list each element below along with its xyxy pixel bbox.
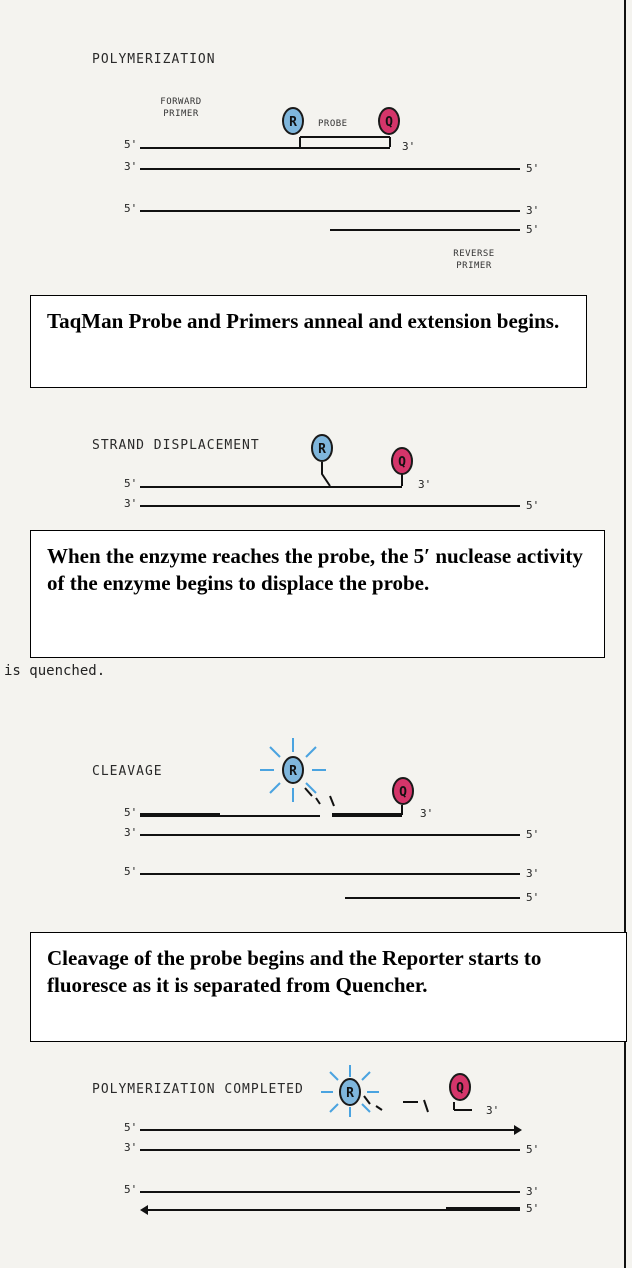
reverse-primer-label: Reverse Primer xyxy=(453,249,495,271)
probe-remnant-strand xyxy=(332,813,402,817)
end-3-prime: 3' xyxy=(124,1141,138,1154)
end-5-prime: 5' xyxy=(526,162,540,175)
end-5-prime: 5' xyxy=(124,138,138,151)
end-3-prime: 3' xyxy=(124,497,138,510)
end-3-prime: 3' xyxy=(526,867,540,880)
template-strand-bottom xyxy=(140,1191,520,1193)
quencher-letter: Q xyxy=(456,1081,464,1096)
reverse-primer-strand xyxy=(345,897,520,899)
end-5-prime: 5' xyxy=(124,1183,138,1196)
stage-title-cleavage: Cleavage xyxy=(92,764,163,779)
template-strand-bottom xyxy=(140,210,520,212)
reporter-letter: R xyxy=(289,764,297,779)
end-3-prime: 3' xyxy=(124,826,138,839)
end-3-prime: 3' xyxy=(526,204,540,217)
caption-displacement: When the enzyme reaches the probe, the 5… xyxy=(30,530,605,658)
reporter-letter: R xyxy=(289,115,297,130)
extending-strand xyxy=(140,486,330,488)
end-3-prime: 3' xyxy=(402,140,416,153)
new-strand-bottom xyxy=(146,1209,446,1211)
end-5-prime: 5' xyxy=(526,1143,540,1156)
quencher-letter: Q xyxy=(398,455,406,470)
extended-strand-thick xyxy=(140,813,220,817)
end-5-prime: 5' xyxy=(124,477,138,490)
forward-primer-label: Forward Primer xyxy=(160,97,202,119)
end-5-prime: 5' xyxy=(526,1202,540,1215)
probe-label: Probe xyxy=(318,119,348,129)
stage-title-polymerization-completed: Polymerization Completed xyxy=(92,1082,304,1097)
reporter-letter: R xyxy=(318,442,326,457)
end-5-prime: 5' xyxy=(124,1121,138,1134)
end-3-prime: 3' xyxy=(418,478,432,491)
template-strand-top xyxy=(140,168,520,170)
reverse-primer-thick xyxy=(446,1207,520,1211)
caption-cleavage: Cleavage of the probe begins and the Rep… xyxy=(30,932,627,1042)
end-3-prime: 3' xyxy=(420,807,434,820)
end-3-prime: 3' xyxy=(486,1104,499,1117)
quencher-letter: Q xyxy=(385,115,393,130)
extending-strand xyxy=(220,815,320,817)
end-5-prime: 5' xyxy=(124,806,138,819)
template-strand-bottom xyxy=(140,873,520,875)
forward-primer-strand xyxy=(140,147,390,149)
end-5-prime: 5' xyxy=(526,499,540,512)
page-border xyxy=(624,0,626,1268)
quencher-letter: Q xyxy=(399,785,407,800)
stage-title-strand-displacement: Strand Displacement xyxy=(92,438,260,453)
reverse-primer-strand xyxy=(330,229,520,231)
quenched-text-fragment: is quenched. xyxy=(4,663,106,679)
caption-anneal: TaqMan Probe and Primers anneal and exte… xyxy=(30,295,587,388)
stage-title-polymerization: Polymerization xyxy=(92,52,216,67)
template-strand xyxy=(140,505,520,507)
end-3-prime: 3' xyxy=(526,1185,540,1198)
displaced-probe-strand xyxy=(330,486,402,488)
end-5-prime: 5' xyxy=(526,891,540,904)
end-3-prime: 3' xyxy=(124,160,138,173)
end-5-prime: 5' xyxy=(526,828,540,841)
end-5-prime: 5' xyxy=(124,202,138,215)
template-strand-top xyxy=(140,1149,520,1151)
reporter-letter: R xyxy=(346,1086,354,1101)
end-5-prime: 5' xyxy=(124,865,138,878)
new-strand-top xyxy=(140,1129,514,1131)
end-5-prime: 5' xyxy=(526,223,540,236)
template-strand-top xyxy=(140,834,520,836)
